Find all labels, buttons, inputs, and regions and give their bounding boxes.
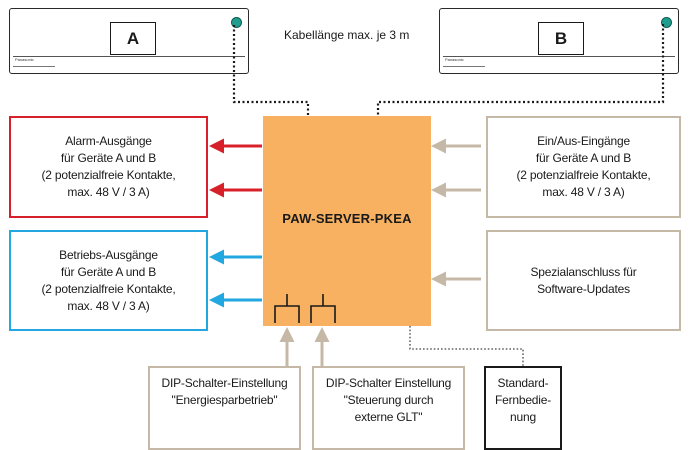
dip-glt-line-2: "Steuerung durch — [343, 393, 434, 407]
operation-line-4: max. 48 V / 3 A) — [67, 298, 150, 313]
unit-b-vent-line — [443, 56, 675, 57]
unit-b-led-icon — [661, 17, 672, 28]
remote-line-1: Standard- — [497, 376, 549, 390]
special-line-1: Spezialanschluss für — [530, 264, 637, 279]
cable-length-note: Kabellänge max. je 3 m — [284, 28, 410, 42]
dip-energy-line-2: "Energiesparbetrieb" — [171, 393, 278, 407]
remote-box: Standard- Fernbedie- nung — [484, 366, 562, 450]
unit-a-led-icon — [231, 17, 242, 28]
special-line-2: Software-Updates — [537, 281, 630, 296]
operation-line-3: (2 potenzialfreie Kontakte, — [41, 281, 176, 296]
remote-line-3: nung — [510, 410, 536, 424]
cable-unit-b — [376, 24, 665, 116]
unit-b-label: B — [538, 22, 584, 55]
alarm-line-1: Alarm-Ausgänge — [65, 134, 152, 148]
dip-glt-box: DIP-Schalter Einstellung "Steuerung durc… — [312, 366, 465, 450]
server-label: PAW-SERVER-PKEA — [282, 210, 412, 226]
indoor-unit-a: Panasonic A — [9, 8, 249, 74]
dip-switch-icon-1 — [274, 294, 300, 323]
unit-b-grill — [443, 66, 485, 67]
onoff-inputs-box: Ein/Aus-Eingänge für Geräte A und B (2 p… — [486, 116, 681, 218]
cable-unit-a — [232, 25, 310, 116]
operation-outputs-box: Betriebs-Ausgänge für Geräte A und B (2 … — [9, 230, 208, 331]
special-port-box: Spezialanschluss für Software-Updates — [486, 230, 681, 331]
operation-line-1: Betriebs-Ausgänge — [59, 247, 158, 262]
indoor-unit-b: Panasonic B — [439, 8, 679, 74]
dip-energy-box: DIP-Schalter-Einstellung "Energiesparbet… — [148, 366, 301, 450]
unit-a-grill — [13, 66, 55, 67]
server-box: PAW-SERVER-PKEA — [263, 116, 431, 326]
onoff-line-4: max. 48 V / 3 A) — [542, 185, 625, 199]
dip-glt-line-1: DIP-Schalter Einstellung — [325, 376, 452, 390]
dip-energy-line-1: DIP-Schalter-Einstellung — [161, 376, 288, 390]
unit-a-label: A — [110, 22, 156, 55]
cable-remote — [409, 326, 524, 366]
dip-glt-line-3: externe GLT" — [354, 410, 423, 424]
operation-line-2: für Geräte A und B — [60, 264, 157, 279]
onoff-line-3: (2 potenzialfreie Kontakte, — [516, 168, 651, 182]
dip-switch-icon-2 — [310, 294, 336, 323]
unit-b-brand: Panasonic — [445, 57, 464, 62]
remote-line-2: Fernbedie- — [494, 393, 552, 407]
alarm-line-3: (2 potenzialfreie Kontakte, — [41, 168, 176, 182]
alarm-line-2: für Geräte A und B — [60, 151, 157, 165]
onoff-line-1: Ein/Aus-Eingänge — [537, 134, 630, 148]
unit-a-brand: Panasonic — [15, 57, 34, 62]
alarm-outputs-box: Alarm-Ausgänge für Geräte A und B (2 pot… — [9, 116, 208, 218]
alarm-line-4: max. 48 V / 3 A) — [67, 185, 150, 199]
onoff-line-2: für Geräte A und B — [535, 151, 632, 165]
unit-a-vent-line — [13, 56, 245, 57]
dip-switch-icons — [274, 294, 336, 323]
